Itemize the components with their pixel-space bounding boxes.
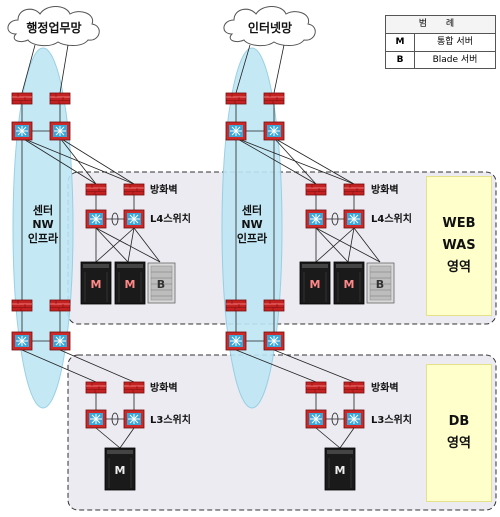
zone-label-line: 영역	[447, 436, 471, 451]
legend-key: M	[386, 34, 415, 51]
web-was-zone-label: WEB WAS 영역	[426, 176, 492, 316]
firewall-icon	[305, 381, 327, 394]
firewall-icon	[11, 299, 33, 312]
l4-switch-label: L4스위치	[150, 212, 191, 225]
server-letter-m: M	[91, 278, 102, 291]
switch-icon	[11, 331, 33, 351]
db-zone-label: DB 영역	[426, 364, 492, 502]
firewall-label: 방화벽	[150, 381, 178, 394]
l4-switch-icon	[85, 209, 107, 229]
l4-link-icon-right	[331, 212, 339, 226]
firewall-icon	[11, 92, 33, 105]
l4-link-icon-left	[111, 212, 119, 226]
firewall-label: 방화벽	[150, 183, 178, 196]
switch-icon	[49, 331, 71, 351]
center-infra-label: 센터	[33, 203, 53, 217]
legend-row: B Blade 서버	[386, 52, 495, 69]
l4-switch-icon	[305, 209, 327, 229]
l4-switch-icon	[123, 209, 145, 229]
switch-icon	[263, 121, 285, 141]
legend: 범 례 M 통합 서버 B Blade 서버	[385, 15, 496, 69]
firewall-icon	[343, 183, 365, 196]
center-infra-label: 센터	[242, 203, 262, 217]
firewall-icon	[263, 299, 285, 312]
l3-link-icon-right	[331, 412, 339, 426]
firewall-icon	[343, 381, 365, 394]
legend-value: 통합 서버	[437, 37, 473, 47]
firewall-icon	[263, 92, 285, 105]
server-letter-m: M	[115, 464, 126, 477]
zone-label-line: WEB	[442, 216, 476, 231]
firewall-icon	[49, 299, 71, 312]
cloud-internet-network: 인터넷망	[223, 6, 316, 47]
switch-icon	[11, 121, 33, 141]
firewall-icon	[225, 92, 247, 105]
server-letter-m: M	[125, 278, 136, 291]
l3-switch-label: L3스위치	[371, 413, 412, 426]
legend-row: M 통합 서버	[386, 34, 495, 52]
l3-switch-icon	[85, 409, 107, 429]
firewall-icon	[85, 381, 107, 394]
firewall-label: 방화벽	[371, 183, 399, 196]
l3-switch-label: L3스위치	[150, 413, 191, 426]
center-infra-label: 인프라	[28, 231, 59, 245]
zone-label-line: 영역	[447, 260, 471, 275]
center-infra-label: NW	[32, 218, 53, 231]
cloud-admin-label: 행정업무망	[26, 20, 81, 35]
firewall-icon	[225, 299, 247, 312]
firewall-icon	[49, 92, 71, 105]
center-infra-label: NW	[241, 218, 262, 231]
switch-icon	[225, 331, 247, 351]
firewall-icon	[123, 183, 145, 196]
l4-switch-label: L4스위치	[371, 212, 412, 225]
l3-switch-icon	[343, 409, 365, 429]
legend-key: B	[386, 52, 415, 69]
zone-label-line: WAS	[442, 238, 476, 253]
server-letter-m: M	[335, 464, 346, 477]
firewall-label: 방화벽	[371, 381, 399, 394]
switch-icon	[263, 331, 285, 351]
firewall-icon	[123, 381, 145, 394]
server-letter-m: M	[344, 278, 355, 291]
l3-link-icon-left	[111, 412, 119, 426]
legend-title: 범 례	[386, 16, 495, 34]
l3-switch-icon	[305, 409, 327, 429]
cloud-admin-network: 행정업무망	[7, 6, 100, 47]
server-letter-b: B	[157, 278, 165, 291]
firewall-icon	[305, 183, 327, 196]
switch-icon	[225, 121, 247, 141]
cloud-internet-label: 인터넷망	[248, 20, 292, 35]
db-zone-area	[67, 354, 497, 511]
switch-icon	[49, 121, 71, 141]
server-letter-b: B	[376, 278, 384, 291]
server-letter-m: M	[310, 278, 321, 291]
l3-switch-icon	[123, 409, 145, 429]
l4-switch-icon	[343, 209, 365, 229]
connection-lines	[21, 44, 381, 449]
firewall-icon	[85, 183, 107, 196]
center-infra-label: 인프라	[237, 231, 268, 245]
zone-label-line: DB	[448, 414, 470, 429]
legend-value: Blade 서버	[432, 55, 478, 65]
